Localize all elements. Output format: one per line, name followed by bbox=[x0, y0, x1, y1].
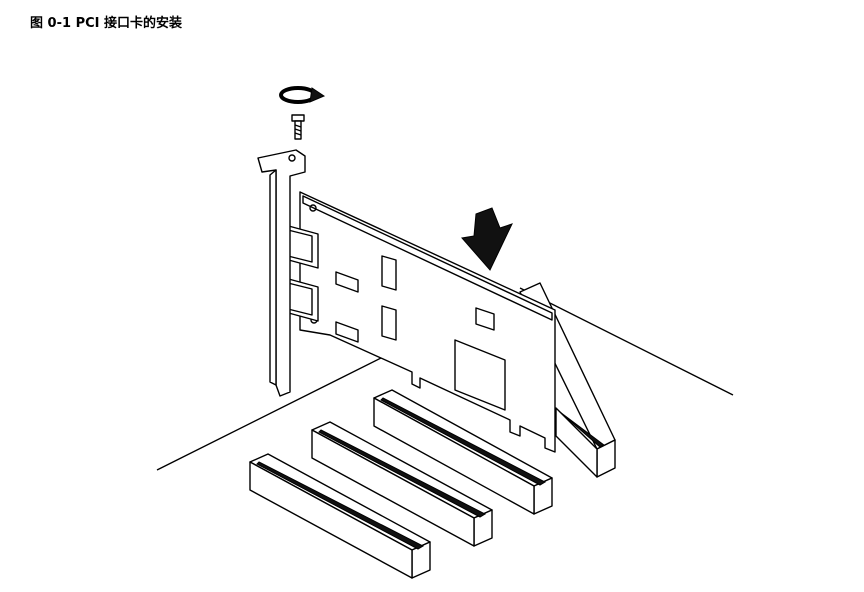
insert-direction-arrow-icon bbox=[461, 207, 513, 271]
figure-caption: 图 0-1 PCI 接口卡的安装 bbox=[30, 12, 182, 31]
figure-label: 图 bbox=[30, 16, 44, 31]
card-bracket bbox=[257, 149, 306, 397]
chassis-floor bbox=[156, 287, 734, 471]
pci-slot-3 bbox=[373, 389, 553, 515]
figure-number: 0-1 bbox=[47, 16, 72, 31]
figure-title: PCI 接口卡的安装 bbox=[75, 16, 183, 31]
screw-icon bbox=[291, 114, 305, 140]
pci-slot-2 bbox=[311, 421, 493, 547]
chip-large bbox=[454, 339, 506, 411]
rotate-clockwise-icon bbox=[279, 86, 326, 104]
pci-slot-1 bbox=[249, 453, 431, 579]
pci-card bbox=[284, 191, 556, 453]
